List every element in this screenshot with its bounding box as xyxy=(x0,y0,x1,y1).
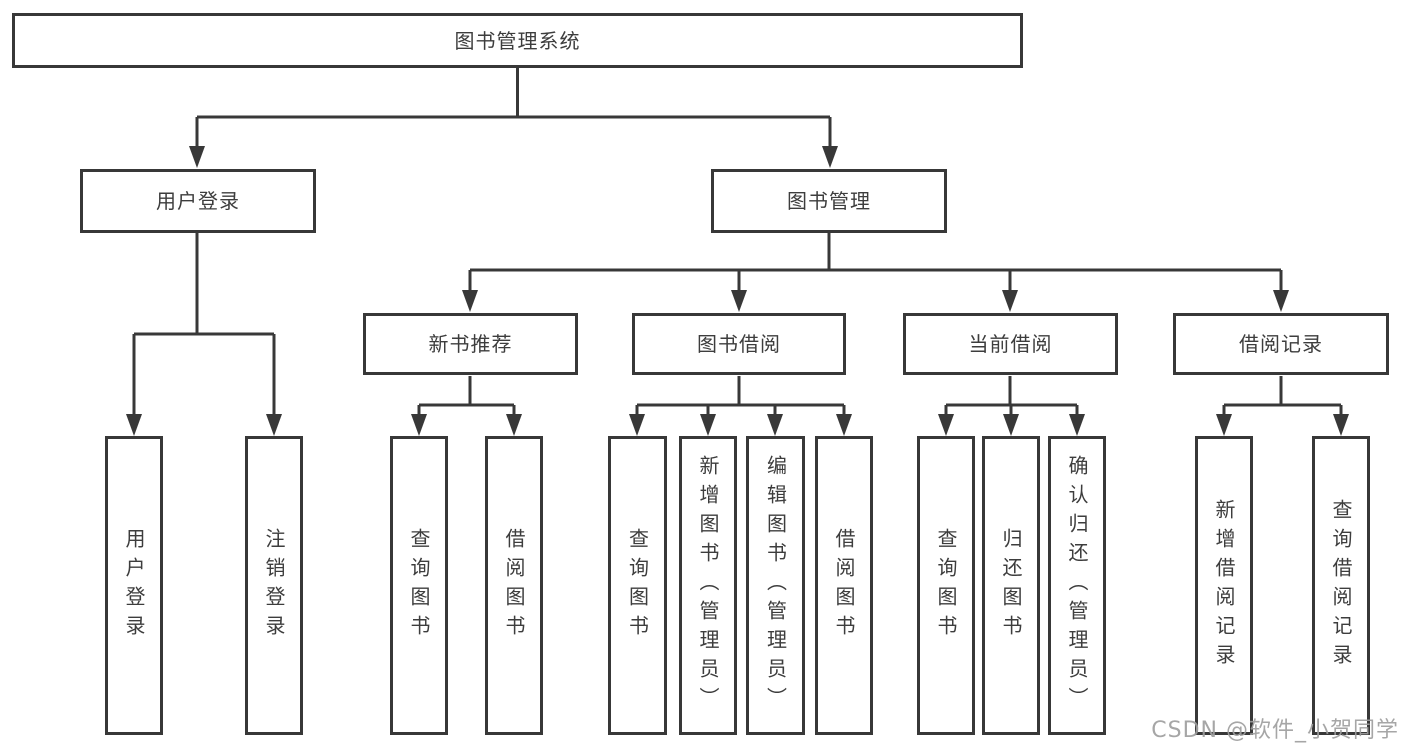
leaf-query-books-recommend: 查询图书 xyxy=(390,436,448,735)
arrow-down-icon xyxy=(1003,414,1019,436)
node-book-borrow: 图书借阅 xyxy=(632,313,846,375)
leaf-query-books-borrow: 查询图书 xyxy=(608,436,667,735)
edge-borrow-record-to-leaves xyxy=(1222,376,1343,416)
node-label: 借阅图书 xyxy=(502,527,526,644)
node-label: 查询图书 xyxy=(934,527,958,644)
leaf-add-books-admin: 新增图书（管理员） xyxy=(679,436,737,735)
node-library-management-system: 图书管理系统 xyxy=(12,13,1023,68)
leaf-logout: 注销登录 xyxy=(245,436,303,735)
arrow-down-icon xyxy=(1333,414,1349,436)
arrow-down-icon xyxy=(700,414,716,436)
arrow-down-icon xyxy=(731,290,747,312)
arrow-down-icon xyxy=(126,414,142,436)
node-label: 编辑图书（管理员） xyxy=(763,455,788,716)
node-book-management: 图书管理 xyxy=(711,169,947,233)
arrow-down-icon xyxy=(822,146,838,168)
arrow-down-icon xyxy=(1002,290,1018,312)
node-label: 新书推荐 xyxy=(428,332,513,356)
arrow-down-icon xyxy=(266,414,282,436)
node-label: 图书管理 xyxy=(787,189,871,213)
node-label: 借阅记录 xyxy=(1239,332,1323,356)
node-label: 新增图书（管理员） xyxy=(696,455,720,716)
leaf-query-borrow-record: 查询借阅记录 xyxy=(1312,436,1370,735)
node-label: 当前借阅 xyxy=(968,332,1053,356)
edge-root-to-level2 xyxy=(195,68,832,150)
arrow-down-icon xyxy=(1216,414,1232,436)
node-label: 归还图书 xyxy=(999,527,1023,644)
arrow-down-icon xyxy=(189,146,205,168)
node-label: 注销登录 xyxy=(262,527,286,644)
node-label: 图书借阅 xyxy=(697,332,781,356)
node-borrow-record: 借阅记录 xyxy=(1173,313,1389,375)
arrow-down-icon xyxy=(462,290,478,312)
node-label: 查询图书 xyxy=(407,527,431,644)
leaf-query-books-current: 查询图书 xyxy=(917,436,975,735)
arrow-down-icon xyxy=(1069,414,1085,436)
arrow-down-icon xyxy=(767,414,783,436)
arrow-down-icon xyxy=(836,414,852,436)
node-label: 图书管理系统 xyxy=(454,28,581,53)
node-label: 借阅图书 xyxy=(832,527,856,644)
node-label: 新增借阅记录 xyxy=(1212,498,1236,673)
edge-book-management-to-level3 xyxy=(468,233,1283,292)
leaf-return-books: 归还图书 xyxy=(982,436,1040,735)
node-new-book-recommend: 新书推荐 xyxy=(363,313,578,375)
leaf-borrow-books: 借阅图书 xyxy=(815,436,873,735)
arrow-down-icon xyxy=(506,414,522,436)
leaf-confirm-return-admin: 确认归还（管理员） xyxy=(1048,436,1106,735)
edge-new-book-recommend-to-leaves xyxy=(417,376,516,416)
arrow-down-icon xyxy=(938,414,954,436)
leaf-edit-books-admin: 编辑图书（管理员） xyxy=(746,436,805,735)
edge-user-login-to-leaves xyxy=(132,233,276,417)
node-label: 查询借阅记录 xyxy=(1329,498,1353,673)
csdn-watermark: CSDN @软件_小贺同学 xyxy=(1151,718,1399,743)
arrow-down-icon xyxy=(629,414,645,436)
edge-book-borrow-to-leaves xyxy=(635,376,846,416)
node-label: 查询图书 xyxy=(625,527,650,644)
node-current-borrow: 当前借阅 xyxy=(903,313,1118,375)
leaf-borrow-books-recommend: 借阅图书 xyxy=(485,436,543,735)
node-label: 用户登录 xyxy=(156,189,240,213)
leaf-user-login: 用户登录 xyxy=(105,436,163,735)
arrow-down-icon xyxy=(411,414,427,436)
arrow-down-icon xyxy=(1273,290,1289,312)
node-label: 用户登录 xyxy=(122,527,146,644)
edge-current-borrow-to-leaves xyxy=(944,376,1079,416)
leaf-add-borrow-record: 新增借阅记录 xyxy=(1195,436,1253,735)
node-label: 确认归还（管理员） xyxy=(1065,455,1089,716)
node-user-login: 用户登录 xyxy=(80,169,316,233)
